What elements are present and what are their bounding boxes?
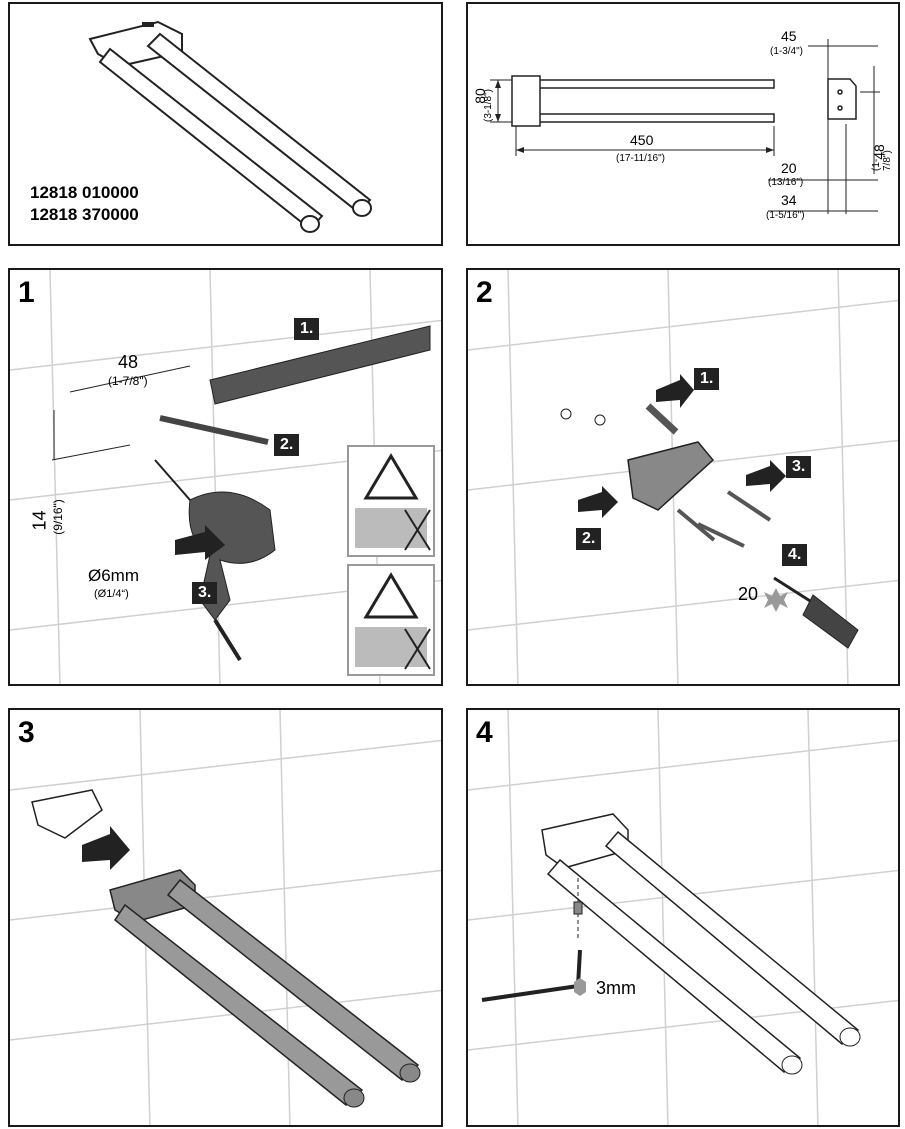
step3-drawing bbox=[10, 710, 441, 1125]
overview-panel: 12818 010000 12818 370000 bbox=[8, 2, 443, 246]
dim-offset1-in: (13/16") bbox=[768, 177, 804, 188]
callout-1: 1. bbox=[694, 368, 720, 390]
callout-1: 1. bbox=[294, 318, 320, 340]
step-number: 3 bbox=[18, 716, 35, 749]
hex-key-size: 3mm bbox=[596, 978, 636, 998]
step4-drawing bbox=[468, 710, 898, 1125]
step2-panel: 2 1. 2. 3. 4. 20 bbox=[466, 268, 900, 686]
height-in: (9/16") bbox=[50, 499, 65, 535]
dim-depth-in: (1-3/4") bbox=[770, 46, 804, 57]
article-number: 12818 370000 bbox=[30, 205, 139, 224]
spacing-mm: 48 bbox=[118, 352, 139, 372]
dim-length-in: (17-11/16") bbox=[616, 153, 665, 164]
spacing-in: (1-7/8") bbox=[108, 374, 148, 388]
article-numbers: 12818 010000 12818 370000 bbox=[30, 182, 139, 226]
step-number: 2 bbox=[476, 276, 493, 309]
dim-height-in: (3-1/8") bbox=[483, 88, 495, 123]
callout-2: 2. bbox=[274, 434, 300, 456]
dim-length-mm: 450 bbox=[630, 132, 654, 148]
callout-3: 3. bbox=[786, 456, 812, 478]
dimension-drawing bbox=[490, 39, 880, 214]
article-number: 12818 010000 bbox=[30, 183, 139, 202]
step-number: 4 bbox=[476, 716, 493, 749]
step3-panel: 3 bbox=[8, 708, 443, 1127]
step-number: 1 bbox=[18, 276, 35, 309]
dim-depth-mm: 45 bbox=[781, 28, 797, 44]
step2-drawing bbox=[468, 270, 898, 684]
step4-panel: 4 3mm bbox=[466, 708, 900, 1127]
step1-panel: 1 48 (1-7/8") 14 (9/16") Ø6mm (Ø1/4“) 1.… bbox=[8, 268, 443, 686]
dim-offset2-mm: 34 bbox=[781, 192, 797, 208]
dim-offset1-mm: 20 bbox=[781, 160, 797, 176]
callout-4: 4. bbox=[782, 544, 808, 566]
dimensions-panel: 80 (3-1/8") 450 (17-11/16") 45 (1-3/4") … bbox=[466, 2, 900, 246]
callout-2: 2. bbox=[576, 528, 602, 550]
step1-drawing bbox=[10, 270, 441, 684]
drill-size-in: (Ø1/4“) bbox=[94, 588, 129, 600]
height-mm: 14 bbox=[29, 510, 50, 531]
towel-rail-overview-drawing bbox=[88, 20, 372, 233]
dim-offset2-in: (1-5/16") bbox=[766, 210, 805, 221]
callout-3: 3. bbox=[192, 582, 218, 604]
torx-size: 20 bbox=[738, 584, 759, 604]
dim-spacing-in: (1-7/8") bbox=[871, 150, 893, 171]
drill-size-mm: Ø6mm bbox=[88, 566, 139, 585]
